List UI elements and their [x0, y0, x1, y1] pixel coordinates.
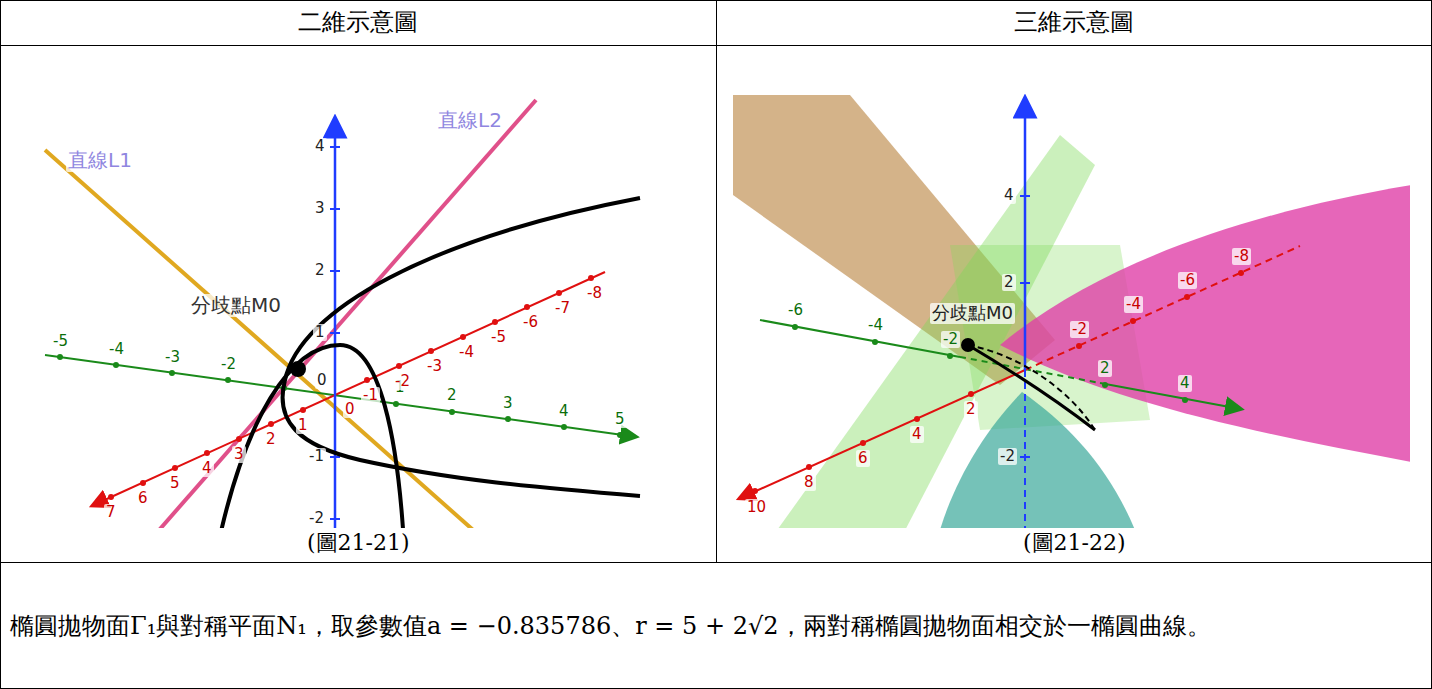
tick-label: -3: [163, 349, 182, 366]
tick-label: 2: [313, 262, 327, 279]
plot-3d: [733, 95, 1410, 528]
tick-label: 0: [343, 401, 357, 418]
figure-caption: (圖21-21): [307, 530, 410, 555]
tick-label: -7: [553, 300, 572, 317]
tick-label: 6: [856, 450, 870, 467]
column-header: 二維示意圖: [298, 9, 418, 37]
tick-label: -2: [941, 331, 960, 348]
tick-label: 0: [315, 372, 329, 389]
tick-label: -1: [361, 387, 380, 404]
figure-caption: (圖21-22): [1023, 530, 1126, 555]
tick-label: -4: [866, 317, 885, 334]
plot-2d: [45, 100, 640, 528]
tick-label: -6: [1178, 272, 1197, 289]
line-label: 直線L1: [66, 149, 134, 172]
tick-label: 1: [296, 417, 310, 434]
tick-label: -1: [307, 448, 326, 465]
tick-label: -8: [1232, 248, 1251, 265]
tick-label: -4: [1124, 296, 1143, 313]
column-header: 三維示意圖: [1014, 9, 1134, 37]
tick-label: -2: [1070, 321, 1089, 338]
tick-label: -3: [425, 358, 444, 375]
tick-label: 2: [1002, 274, 1016, 291]
tick-label: 4: [910, 426, 924, 443]
tick-label: 8: [802, 474, 816, 491]
tick-label: -4: [107, 341, 126, 358]
description-text: 橢圓拋物面Γ₁與對稱平面N₁，取參數值a = −0.835786、r = 5 +…: [10, 608, 1420, 644]
tick-label: -4: [457, 344, 476, 361]
tick-label: -2: [393, 373, 412, 390]
tick-label: 4: [1002, 187, 1016, 204]
tick-label: 3: [313, 200, 327, 217]
tick-label: 2: [264, 431, 278, 448]
point-label: 分歧點M0: [930, 303, 1015, 324]
tick-label: 2: [445, 387, 459, 404]
tick-label: -6: [521, 314, 540, 331]
tick-label: -5: [51, 333, 70, 350]
tick-label: 2: [964, 401, 978, 418]
tick-label: 10: [745, 499, 768, 516]
tick-label: 6: [136, 490, 150, 507]
tick-label: -2: [219, 356, 238, 373]
tick-label: 2: [1098, 360, 1112, 377]
tick-label: 4: [1178, 375, 1192, 392]
tick-label: 1: [313, 324, 327, 341]
tick-label: -8: [585, 285, 604, 302]
tick-label: 7: [104, 504, 118, 521]
tick-label: 4: [313, 138, 327, 155]
tick-label: 3: [232, 446, 246, 463]
tick-label: -6: [786, 302, 805, 319]
tick-label: -2: [998, 448, 1017, 465]
point-label: 分歧點M0: [189, 294, 283, 317]
tick-label: -5: [489, 329, 508, 346]
tick-label: -2: [307, 510, 326, 527]
line-label: 直線L2: [436, 109, 504, 132]
tick-label: 5: [613, 411, 627, 428]
tick-label: 5: [168, 475, 182, 492]
tick-label: 4: [200, 460, 214, 477]
tick-label: 3: [501, 395, 515, 412]
tick-label: 4: [557, 403, 571, 420]
